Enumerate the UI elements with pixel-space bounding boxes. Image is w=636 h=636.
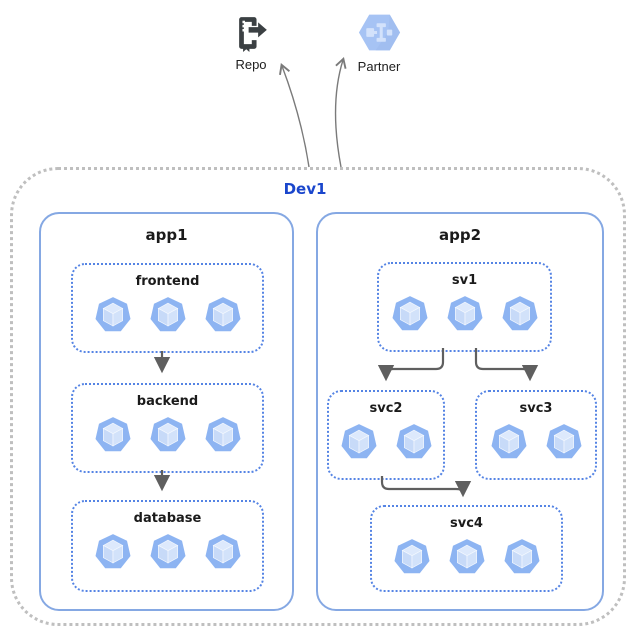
pod-icon [202,294,244,336]
service-svc4-label: svc4 [450,516,483,531]
pod-icon [391,536,433,578]
app2-label: app2 [438,226,482,244]
pod-icon [147,294,189,336]
arrow-dev1-to-repo [282,66,310,168]
app1-label: app1 [145,226,188,244]
pod-icon [338,421,380,463]
backend-pods [92,414,244,456]
dev1-boundary: Dev1 app1 frontend backend database app2… [10,167,626,626]
service-svc3-label: svc3 [519,401,553,416]
pod-icon [444,293,486,335]
svc4-pods [391,536,543,578]
pod-icon [92,414,134,456]
frontend-pods [92,294,244,336]
pod-icon [499,293,541,335]
pod-icon [488,421,530,463]
partner-hexagon-icon [358,14,400,51]
pod-icon [202,531,244,573]
pod-icon [202,414,244,456]
pod-icon [501,536,543,578]
pod-icon [147,414,189,456]
svc2-pods [338,421,435,463]
app2-container: app2 sv1 svc2 svc3 svc4 [316,212,604,611]
pod-icon [393,421,435,463]
pod-icon [446,536,488,578]
service-database-label: database [133,511,202,526]
pod-icon [543,421,585,463]
source-repository-icon [239,17,267,52]
repo-label: Repo [235,57,267,72]
partner-node: Partner [340,9,418,74]
service-svc2: svc2 [327,390,445,480]
service-backend: backend [71,383,264,473]
service-database: database [71,500,264,592]
service-frontend: frontend [71,263,264,353]
service-sv1-label: sv1 [451,273,478,288]
service-svc2-label: svc2 [369,401,403,416]
app1-container: app1 frontend backend database [39,212,294,611]
dev1-label: Dev1 [283,180,327,198]
service-svc4: svc4 [370,505,563,592]
service-sv1: sv1 [377,262,552,352]
pod-icon [92,531,134,573]
sv1-pods [389,293,541,335]
pod-icon [92,294,134,336]
service-frontend-label: frontend [135,274,200,289]
partner-label: Partner [357,59,401,74]
pod-icon [147,531,189,573]
service-svc3: svc3 [475,390,597,480]
svc3-pods [488,421,585,463]
service-backend-label: backend [136,394,199,409]
database-pods [92,531,244,573]
arrow-dev1-to-partner [334,60,343,168]
repo-node: Repo [219,12,283,72]
pod-icon [389,293,431,335]
